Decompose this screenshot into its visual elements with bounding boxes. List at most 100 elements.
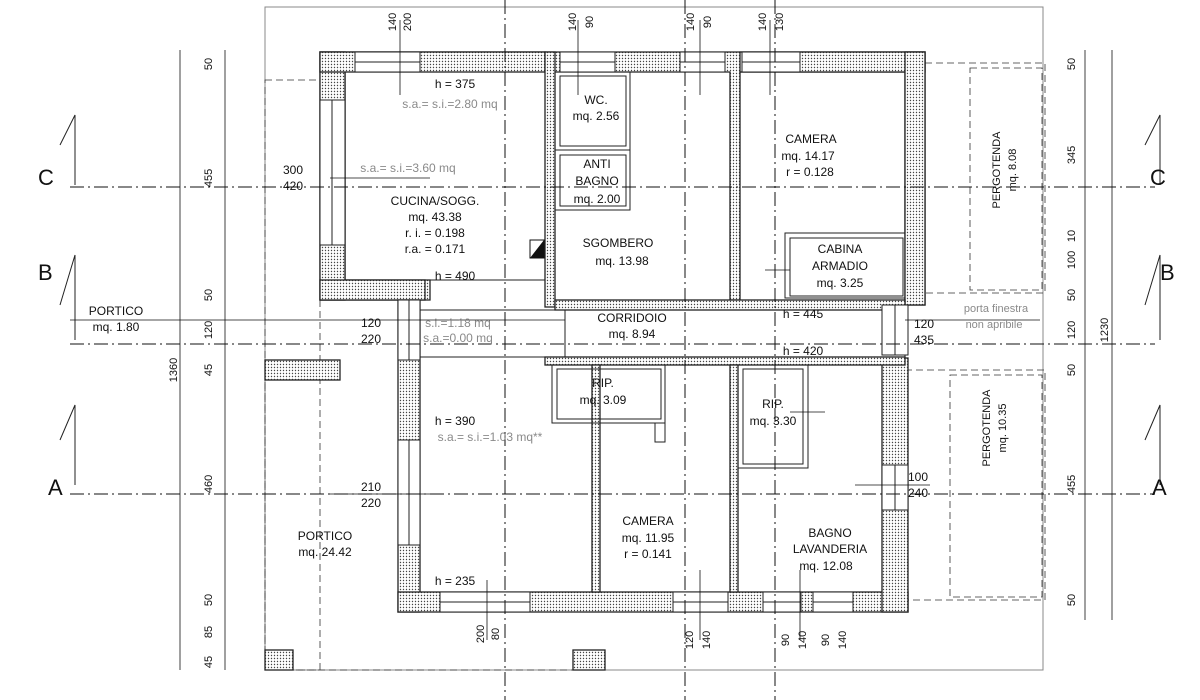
- dim-right-7: 50: [1066, 364, 1078, 376]
- sgombero-name: SGOMBERO: [583, 236, 654, 250]
- windows: [319, 51, 909, 613]
- corridoio-h2: h = 420: [783, 344, 824, 358]
- antibagno-name2: BAGNO: [575, 174, 618, 188]
- dim-bottom-2: 80: [490, 628, 502, 640]
- note-non-apribile: non apribile: [966, 319, 1023, 331]
- dim-left-8: 85: [203, 626, 215, 638]
- w1-b: 420: [283, 179, 303, 193]
- sheet-frame: [264, 6, 1044, 671]
- note-porta-finestra: porta finestra: [964, 303, 1029, 315]
- camera1-name: CAMERA: [785, 132, 836, 146]
- dim-left-6: 460: [203, 475, 215, 493]
- cabina-area: mq. 3.25: [817, 276, 864, 290]
- chimney-symbol: [529, 239, 545, 259]
- cucina-ri: r. i. = 0.198: [405, 226, 465, 240]
- axis-labels: C B A C B A: [38, 165, 1175, 500]
- camera2-ratio: r = 0.141: [624, 547, 672, 561]
- dim-top-2: 200: [402, 13, 414, 31]
- w5-a: 100: [908, 470, 928, 484]
- dim-left-7: 50: [203, 594, 215, 606]
- bagno-area: mq. 12.08: [799, 559, 853, 573]
- dim-right-4: 100: [1066, 251, 1078, 269]
- cabina-name2: ARMADIO: [812, 259, 868, 273]
- dim-bottom-5: 90: [780, 634, 792, 646]
- w2-a: 120: [361, 316, 381, 330]
- cucina-area: mq. 43.38: [408, 210, 462, 224]
- cucina-sa-left: s.a.= s.i.=3.60 mq: [360, 161, 455, 175]
- pergotenda-top-area: mq. 8.08: [1007, 149, 1019, 192]
- axis-label-c-right: C: [1150, 165, 1166, 190]
- rip1-area: mq. 3.09: [580, 393, 627, 407]
- axis-label-a: A: [48, 475, 63, 500]
- portico-big-name: PORTICO: [298, 529, 352, 543]
- w2-b: 220: [361, 332, 381, 346]
- cucina-name: CUCINA/SOGG.: [391, 194, 480, 208]
- dim-top-3: 140: [567, 13, 579, 31]
- dimension-lines: [70, 20, 1113, 670]
- portico-small-name: PORTICO: [89, 304, 143, 318]
- dim-right-2: 345: [1066, 146, 1078, 164]
- dim-left-5: 45: [203, 364, 215, 376]
- opening-labels: 300 420 120 220 210 220 120 435 100 240: [283, 163, 934, 510]
- portico-small-area: mq. 1.80: [93, 320, 140, 334]
- dim-left-total: 1360: [168, 358, 180, 382]
- dim-right-9: 50: [1066, 594, 1078, 606]
- wc-name: WC.: [584, 93, 607, 107]
- w3-a: 210: [361, 480, 381, 494]
- dim-right-total: 1230: [1099, 318, 1111, 342]
- cucina-h-bottom: h = 490: [435, 269, 476, 283]
- dim-right-3: 10: [1066, 230, 1078, 242]
- portico-big-area: mq. 24.42: [298, 545, 352, 559]
- w4-b: 435: [914, 333, 934, 347]
- pergotenda-labels: PERGOTENDA mq. 8.08 PERGOTENDA mq. 10.35: [981, 131, 1019, 467]
- entrance-sa: s.a.=0.00 mq: [423, 331, 493, 345]
- dim-left-4: 120: [203, 321, 215, 339]
- dim-bottom-3: 120: [684, 631, 696, 649]
- axis-label-b: B: [38, 260, 53, 285]
- dim-left-9: 45: [203, 656, 215, 668]
- rip2-name: RIP.: [762, 397, 784, 411]
- cucina-sa-top: s.a.= s.i.=2.80 mq: [402, 97, 497, 111]
- living-lower-sa: s.a.= s.i.=1.03 mq**: [438, 430, 543, 444]
- cucina-h-top: h = 375: [435, 77, 476, 91]
- antibagno-area: mq. 2.00: [574, 192, 621, 206]
- dim-top-8: 130: [774, 13, 786, 31]
- corridoio-h1: h = 445: [783, 307, 824, 321]
- dim-left-3: 50: [203, 289, 215, 301]
- dim-bottom-4: 140: [701, 631, 713, 649]
- camera1-ratio: r = 0.128: [786, 165, 834, 179]
- dim-right-1: 50: [1066, 58, 1078, 70]
- living-lower-h: h = 390: [435, 414, 476, 428]
- cucina-ra: r.a. = 0.171: [405, 242, 466, 256]
- camera1-area: mq. 14.17: [781, 149, 835, 163]
- corridoio-area: mq. 8.94: [609, 327, 656, 341]
- dim-left-1: 50: [203, 58, 215, 70]
- camera2-name: CAMERA: [622, 514, 673, 528]
- w5-b: 240: [908, 486, 928, 500]
- dim-left-2: 455: [203, 169, 215, 187]
- axis-label-b-right: B: [1160, 260, 1175, 285]
- dim-top-1: 140: [387, 13, 399, 31]
- dim-top-7: 140: [757, 13, 769, 31]
- dim-right-8: 455: [1066, 475, 1078, 493]
- right-dimensions: 50 345 10 100 50 120 50 455 50 1230: [1066, 58, 1111, 606]
- sgombero-area: mq. 13.98: [595, 254, 649, 268]
- rip1-name: RIP.: [592, 376, 614, 390]
- left-dimensions: 50 455 50 120 45 460 50 85 45 1360: [168, 58, 215, 668]
- dim-right-5: 50: [1066, 289, 1078, 301]
- w4-a: 120: [914, 317, 934, 331]
- bagno-name2: LAVANDERIA: [793, 542, 867, 556]
- camera2-area: mq. 11.95: [622, 531, 675, 545]
- dim-top-5: 140: [685, 13, 697, 31]
- pergotenda-top-name: PERGOTENDA: [991, 131, 1003, 209]
- room-labels: h = 375 s.a.= s.i.=2.80 mq s.a.= s.i.=3.…: [89, 77, 1029, 588]
- antibagno-name1: ANTI: [583, 157, 610, 171]
- dim-top-4: 90: [584, 16, 596, 28]
- dim-right-6: 120: [1066, 321, 1078, 339]
- dim-bottom-8: 140: [837, 631, 849, 649]
- pergotenda-bottom-name: PERGOTENDA: [981, 389, 993, 467]
- bagno-name1: BAGNO: [808, 526, 851, 540]
- dim-bottom-1: 200: [475, 625, 487, 643]
- w1-a: 300: [283, 163, 303, 177]
